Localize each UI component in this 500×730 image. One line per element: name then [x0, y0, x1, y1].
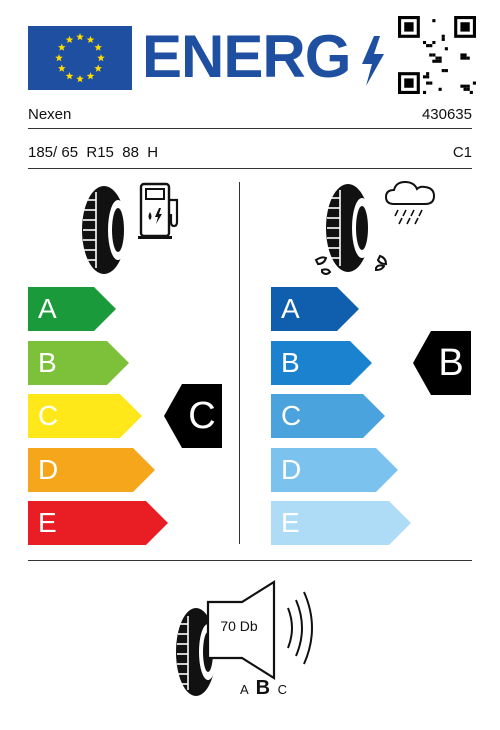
noise-class-a: A: [240, 682, 250, 697]
eu-star-icon: [86, 35, 95, 44]
wet-grip-bar-label: E: [281, 507, 300, 538]
fuel-pump-icon: [138, 182, 179, 239]
eu-star-icon: [94, 43, 102, 51]
fuel-efficiency-bar-label: E: [38, 507, 57, 538]
eu-star-icon: [65, 72, 74, 80]
tyre-class: C1: [452, 144, 472, 161]
wet-grip-bar-label: C: [281, 400, 302, 431]
fuel-efficiency-bar-label: D: [38, 453, 59, 485]
wet-grip-rating: B: [438, 341, 464, 384]
noise-classes: A B C: [240, 677, 289, 700]
eu-star-icon: [76, 75, 84, 83]
fuel-efficiency-rating-marker: C: [164, 384, 222, 448]
noise-class-b: B: [255, 677, 273, 699]
fuel-efficiency-bar-label: A: [38, 293, 57, 324]
wet-grip-icon-group: [312, 180, 442, 280]
noise-class-c: C: [277, 682, 290, 697]
fuel-efficiency-bar-e: E: [28, 501, 168, 545]
eu-star-icon: [86, 72, 95, 80]
divider: [28, 128, 472, 129]
energy-title: ENERG: [142, 23, 351, 90]
noise-icon-group: [170, 580, 330, 705]
fuel-efficiency-bar-a: A: [28, 287, 116, 331]
eu-star-icon: [97, 54, 105, 62]
tyre-size: 185/ 65 R15 88 H: [28, 144, 159, 161]
brand-name: Nexen: [28, 106, 72, 123]
wet-grip-bar-label: D: [281, 453, 302, 485]
eu-flag-icon: [28, 26, 132, 90]
wet-grip-bar-a: A: [271, 287, 359, 331]
qr-code-icon: [398, 16, 476, 94]
noise-value: 70 Db: [220, 618, 258, 634]
wet-grip-bar-c: C: [271, 394, 385, 438]
wet-grip-bar-d: D: [271, 447, 398, 492]
eu-star-icon: [76, 33, 84, 41]
eu-star-icon: [65, 35, 74, 44]
fuel-efficiency-bar-d: D: [28, 447, 155, 492]
fuel-efficiency-bar-label: C: [38, 400, 59, 431]
fuel-efficiency-rating: C: [188, 395, 216, 437]
fuel-efficiency-bar-b: B: [28, 340, 129, 385]
eu-star-icon: [58, 64, 66, 72]
eu-star-icon: [55, 54, 63, 62]
tyre-icon: [314, 184, 388, 275]
rain-cloud-icon: [384, 180, 436, 225]
divider: [28, 168, 472, 169]
eu-star-icon: [58, 43, 66, 51]
fuel-efficiency-bar-c: C: [28, 394, 142, 438]
wet-grip-bar-label: B: [281, 346, 300, 378]
column-divider: [239, 182, 240, 544]
divider: [28, 560, 472, 561]
eu-star-icon: [94, 64, 102, 72]
wet-grip-bar-b: B: [271, 340, 372, 385]
wet-grip-rating-marker: B: [413, 330, 471, 395]
article-number: 430635: [421, 106, 472, 123]
lightning-bolt-icon: [362, 36, 384, 86]
tyre-icon: [82, 186, 128, 274]
speaker-icon: [176, 580, 313, 696]
fuel-efficiency-bar-label: B: [38, 346, 57, 378]
fuel-efficiency-icon-group: [78, 182, 188, 277]
wet-grip-bar-label: A: [281, 293, 300, 324]
wet-grip-bar-e: E: [271, 501, 411, 545]
